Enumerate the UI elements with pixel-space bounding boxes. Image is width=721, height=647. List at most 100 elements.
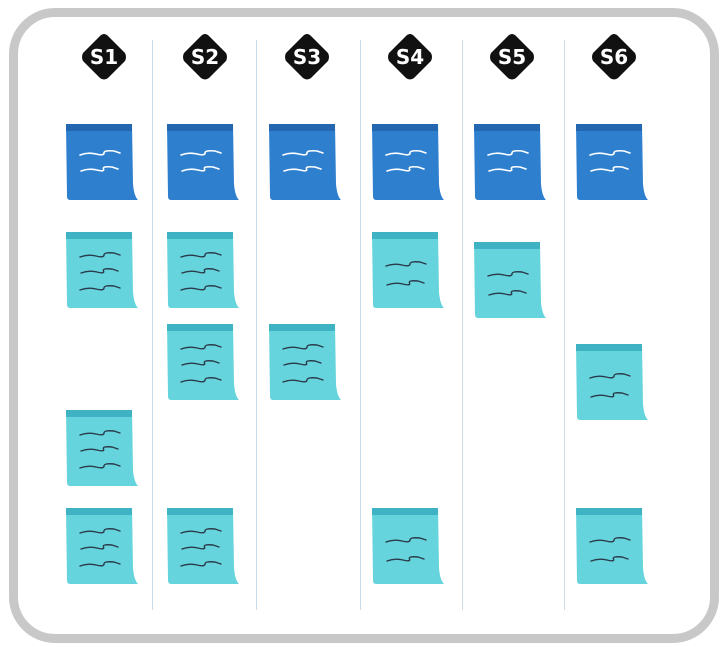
note-header-strip [167,232,233,239]
diamond-badge-icon: S2 [183,34,227,80]
diamond-badge-icon: S5 [490,34,534,80]
note-header-strip [167,508,233,515]
sticky-note[interactable] [372,508,444,584]
note-scribble [79,430,121,469]
column-label: S1 [90,45,118,69]
sticky-note-icon [269,324,341,400]
column-divider [462,40,463,610]
note-body [474,124,546,200]
note-header-strip [167,124,233,131]
sticky-note[interactable] [66,508,138,584]
note-scribble [180,252,222,291]
note-scribble [589,537,631,562]
header-sticky-note[interactable] [269,124,341,200]
sticky-note-icon [167,124,239,200]
sticky-note[interactable] [576,508,648,584]
sticky-note[interactable] [474,242,546,318]
column-badge-s2: S2 [180,32,230,82]
sticky-note-icon [66,508,138,584]
note-scribble [79,252,121,291]
note-header-strip [474,242,540,249]
note-scribble [79,528,121,567]
note-body [269,124,341,200]
note-header-strip [576,508,642,515]
diamond-badge-icon: S1 [82,34,126,80]
note-body [576,344,648,420]
header-sticky-note[interactable] [66,124,138,200]
note-scribble [487,271,529,296]
note-header-strip [576,344,642,351]
note-header-strip [372,124,438,131]
sticky-note-icon [576,344,648,420]
note-body [372,508,444,584]
note-header-strip [372,508,438,515]
sticky-note-icon [269,124,341,200]
note-scribble [180,344,222,383]
note-scribble [589,373,631,398]
note-body [474,242,546,318]
sticky-note-icon [474,242,546,318]
sticky-note-icon [372,124,444,200]
note-body [66,508,138,584]
note-scribble [589,149,631,172]
note-body [372,232,444,308]
note-scribble [385,261,427,286]
column-label: S3 [293,45,321,69]
sticky-note[interactable] [167,508,239,584]
note-scribble [79,149,121,172]
sticky-note[interactable] [372,232,444,308]
note-scribble [385,149,427,172]
note-body [576,508,648,584]
note-header-strip [66,232,132,239]
sticky-note-icon [372,508,444,584]
note-body [167,508,239,584]
header-sticky-note[interactable] [576,124,648,200]
sticky-note[interactable] [167,324,239,400]
note-body [167,324,239,400]
column-badge-s5: S5 [487,32,537,82]
note-body [66,124,138,200]
sticky-note[interactable] [66,410,138,486]
sticky-note-icon [576,508,648,584]
note-body [576,124,648,200]
note-header-strip [474,124,540,131]
note-body [167,232,239,308]
column-divider [360,40,361,610]
note-header-strip [372,232,438,239]
note-header-strip [269,324,335,331]
note-body [372,124,444,200]
column-label: S5 [498,45,526,69]
sticky-note[interactable] [269,324,341,400]
column-badge-s4: S4 [385,32,435,82]
header-sticky-note[interactable] [372,124,444,200]
note-header-strip [576,124,642,131]
note-body [66,232,138,308]
note-body [66,410,138,486]
diamond-badge-icon: S4 [388,34,432,80]
header-sticky-note[interactable] [474,124,546,200]
sticky-note[interactable] [576,344,648,420]
diamond-badge-icon: S3 [285,34,329,80]
note-header-strip [66,410,132,417]
note-scribble [180,149,222,172]
header-sticky-note[interactable] [167,124,239,200]
note-body [269,324,341,400]
sticky-note-icon [167,232,239,308]
note-scribble [385,537,427,562]
note-header-strip [66,124,132,131]
column-label: S2 [191,45,219,69]
sticky-note-icon [576,124,648,200]
column-divider [152,40,153,610]
sticky-note[interactable] [66,232,138,308]
column-divider [256,40,257,610]
sticky-note[interactable] [167,232,239,308]
sticky-note-icon [167,508,239,584]
note-header-strip [269,124,335,131]
note-scribble [487,149,529,172]
column-badge-s6: S6 [589,32,639,82]
column-divider [564,40,565,610]
column-label: S4 [396,45,424,69]
diamond-badge-icon: S6 [592,34,636,80]
sticky-note-icon [66,124,138,200]
note-scribble [282,344,324,383]
